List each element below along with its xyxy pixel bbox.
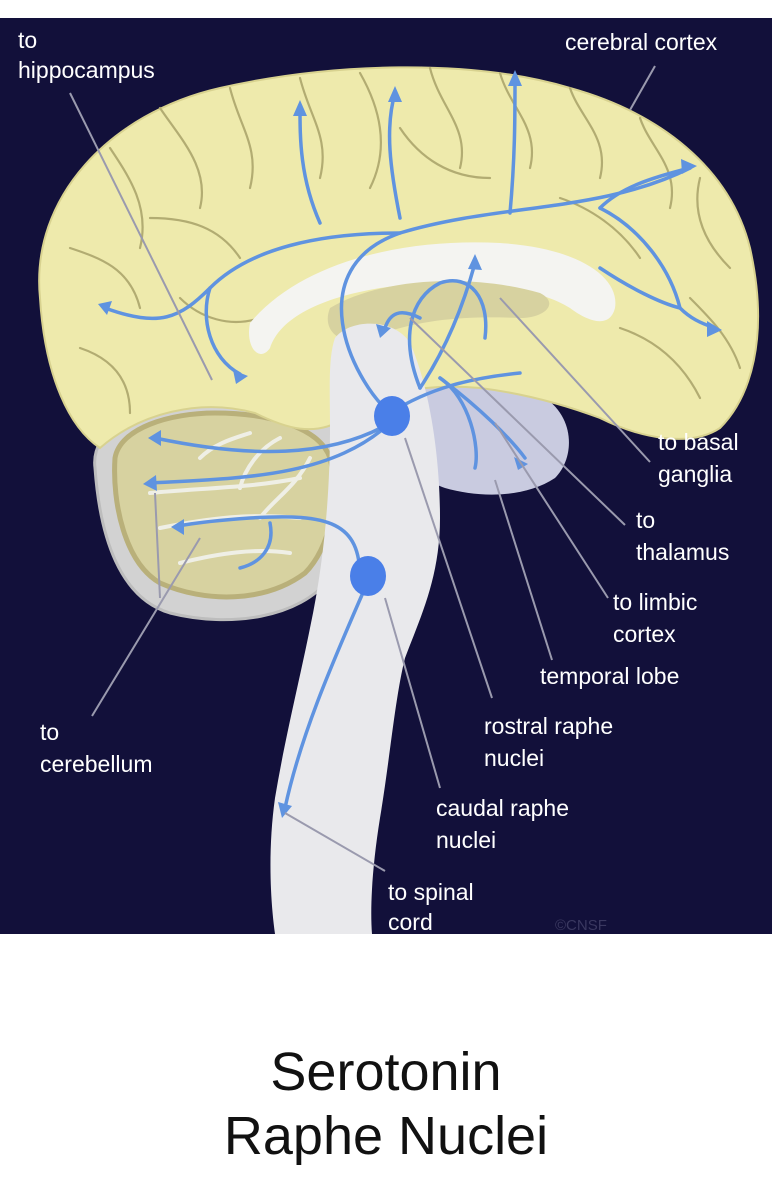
label-rostral-raphe-line-1: rostral raphe	[484, 713, 613, 739]
label-caudal-raphe: caudal raphe nuclei	[436, 795, 575, 853]
label-thalamus-line-1: to	[636, 507, 655, 533]
label-rostral-raphe-line-2: nuclei	[484, 745, 544, 771]
label-limbic-cortex: to limbic cortex	[613, 589, 704, 647]
brainstem-shape	[270, 323, 440, 934]
label-cerebral-cortex: cerebral cortex	[565, 29, 718, 55]
serotonin-pathway-diagram: to hippocampus cerebral cortex to basal …	[0, 18, 772, 934]
label-basal-ganglia: to basal ganglia	[658, 429, 745, 487]
label-thalamus-line-2: thalamus	[636, 539, 729, 565]
label-spinal-cord: to spinal cord	[388, 879, 480, 934]
pathway-arrowheads	[98, 70, 722, 818]
label-cerebellum-line-2: cerebellum	[40, 751, 153, 777]
serotonin-projections	[103, 76, 717, 810]
label-rostral-raphe: rostral raphe nuclei	[484, 713, 620, 771]
caption: Serotonin Raphe Nuclei	[0, 1040, 772, 1168]
label-thalamus: to thalamus	[636, 507, 729, 565]
caption-title: Serotonin	[270, 1042, 502, 1102]
label-spinal-cord-line-2: cord	[388, 909, 433, 934]
watermark: ©CNSF	[555, 917, 607, 934]
label-basal-ganglia-line-2: ganglia	[658, 461, 732, 487]
label-caudal-raphe-line-1: caudal raphe	[436, 795, 569, 821]
leader-lines	[69, 65, 656, 872]
label-hippocampus: to hippocampus	[18, 27, 155, 83]
caudal-raphe-nucleus	[350, 556, 386, 596]
label-limbic-cortex-line-2: cortex	[613, 621, 676, 647]
label-hippocampus-line-1: to	[18, 27, 37, 53]
caption-subtitle: Raphe Nuclei	[223, 1106, 549, 1166]
rostral-raphe-nucleus	[374, 396, 410, 436]
label-spinal-cord-line-1: to spinal	[388, 879, 474, 905]
label-hippocampus-line-2: hippocampus	[18, 57, 155, 83]
label-temporal-lobe: temporal lobe	[540, 663, 679, 689]
label-cerebellum: to cerebellum	[40, 719, 153, 777]
label-basal-ganglia-line-1: to basal	[658, 429, 739, 455]
corpus-callosum	[249, 242, 616, 354]
label-cerebellum-line-1: to	[40, 719, 59, 745]
label-limbic-cortex-line-1: to limbic	[613, 589, 697, 615]
label-caudal-raphe-line-2: nuclei	[436, 827, 496, 853]
